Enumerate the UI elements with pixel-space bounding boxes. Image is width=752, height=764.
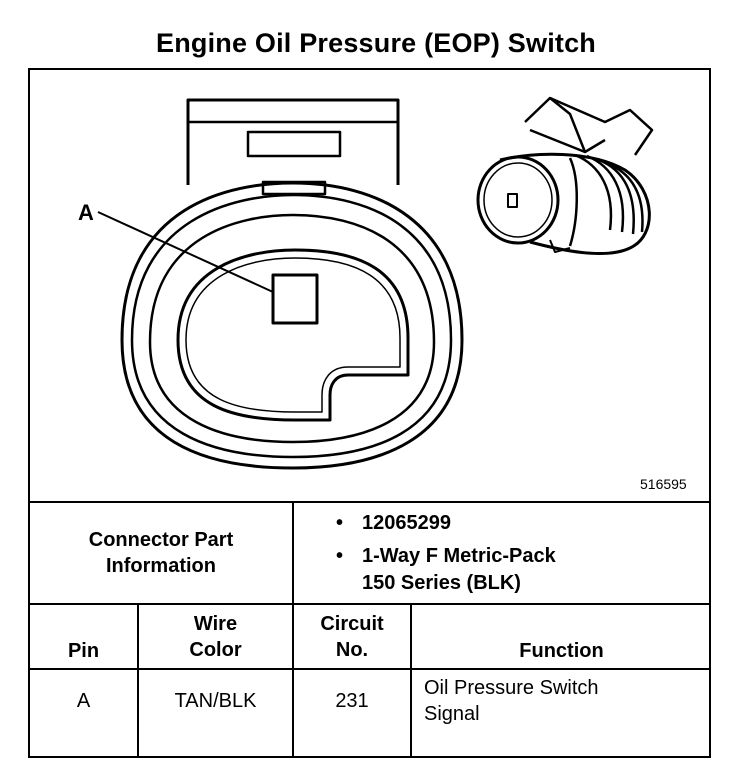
page-title: Engine Oil Pressure (EOP) Switch xyxy=(155,28,596,58)
header-pin: Pin xyxy=(30,605,137,668)
cell-wire-color-wrap: TAN/BLK xyxy=(139,670,292,732)
header-wire-color-line2: Color xyxy=(189,638,242,661)
table-top-border xyxy=(28,501,711,503)
header-function: Function xyxy=(412,605,711,668)
connector-cavity xyxy=(176,248,410,422)
latch-window xyxy=(246,130,342,158)
header-bottom-border xyxy=(28,668,711,670)
col-divider-1 xyxy=(137,603,139,758)
col-divider-2 xyxy=(292,603,294,758)
cell-pin: A xyxy=(76,690,91,712)
cell-circuit: 231 xyxy=(335,690,369,712)
cell-function-wrap: Oil Pressure Switch Signal xyxy=(424,672,709,730)
list-item: • 12065299 xyxy=(336,510,556,537)
pin-a-terminal xyxy=(271,273,319,325)
header-circuit-line1: Circuit xyxy=(320,612,384,635)
connector-info-label-line2: Information xyxy=(106,555,216,577)
connector-info-list: • 12065299 • 1-Way F Metric-Pack 150 Ser… xyxy=(336,510,556,597)
latch-housing xyxy=(186,98,400,185)
connector-outer-ring xyxy=(120,181,464,470)
connector-info-divider xyxy=(292,501,294,605)
connector-description-line2: 150 Series (BLK) xyxy=(362,572,521,594)
header-circuit: Circuit No. xyxy=(294,605,410,668)
cell-function-line2: Signal xyxy=(424,703,480,725)
figure-id: 516595 xyxy=(640,476,687,492)
col-divider-3 xyxy=(410,603,412,758)
header-circuit-line2: No. xyxy=(335,638,369,661)
callout-leader xyxy=(97,211,274,293)
connector-inner-ring xyxy=(148,213,436,444)
header-wire-color-line1: Wire xyxy=(193,612,238,635)
diagram-frame xyxy=(28,68,711,758)
cell-function-line1: Oil Pressure Switch xyxy=(424,677,599,699)
connector-middle-ring xyxy=(130,193,453,459)
header-function-text: Function xyxy=(519,640,604,662)
part-number: 12065299 xyxy=(362,512,451,534)
table-row: A xyxy=(30,670,137,732)
connector-info-label: Connector Part Information xyxy=(30,503,292,603)
connector-isometric-view xyxy=(476,96,654,256)
header-wire-color: Wire Color xyxy=(139,605,292,668)
cell-circuit-wrap: 231 xyxy=(294,670,410,732)
header-top-border xyxy=(28,603,711,605)
bullet-icon: • xyxy=(336,512,344,534)
bullet-icon: • xyxy=(336,545,344,567)
connector-description-line1: 1-Way F Metric-Pack xyxy=(362,545,556,567)
cell-wire-color: TAN/BLK xyxy=(174,690,257,712)
list-item: • 1-Way F Metric-Pack 150 Series (BLK) xyxy=(336,543,556,597)
callout-label-a: A xyxy=(78,200,94,225)
connector-info-label-line1: Connector Part xyxy=(88,529,234,551)
header-pin-text: Pin xyxy=(67,640,100,662)
connector-illustration xyxy=(97,96,654,470)
